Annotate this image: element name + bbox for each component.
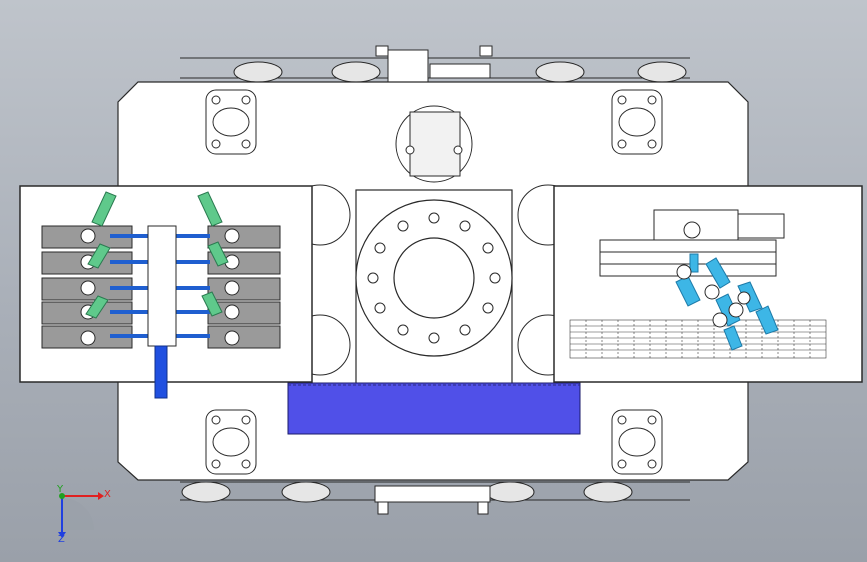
bolt-block-top-left	[205, 89, 257, 155]
x-axis-label: X	[104, 489, 111, 500]
bolt-block-top-right	[611, 89, 663, 155]
bottom-rollers	[180, 481, 690, 515]
bolt-block-bottom-right	[611, 409, 663, 475]
center-flange	[355, 189, 513, 387]
top-rollers	[180, 45, 690, 83]
axis-triad: X Y Z	[56, 484, 111, 545]
left-green-valves	[85, 191, 229, 319]
right-detail-view[interactable]	[553, 185, 863, 383]
top-inspection-port	[395, 105, 473, 183]
corner-bolt-blocks	[205, 89, 663, 475]
blue-panel[interactable]	[287, 382, 581, 435]
bolt-block-bottom-left	[205, 409, 257, 475]
y-axis-label: Y	[56, 484, 64, 495]
right-grid-pattern	[569, 319, 827, 359]
right-valve-block	[599, 209, 785, 277]
right-cyan-fittings	[675, 253, 779, 351]
left-detail-view[interactable]	[19, 185, 313, 399]
left-outlet-tube	[154, 345, 168, 399]
right-white-fittings	[676, 264, 751, 328]
left-manifold	[147, 225, 177, 347]
flange-bolt-holes	[367, 212, 501, 344]
z-axis-label: Z	[58, 534, 65, 545]
